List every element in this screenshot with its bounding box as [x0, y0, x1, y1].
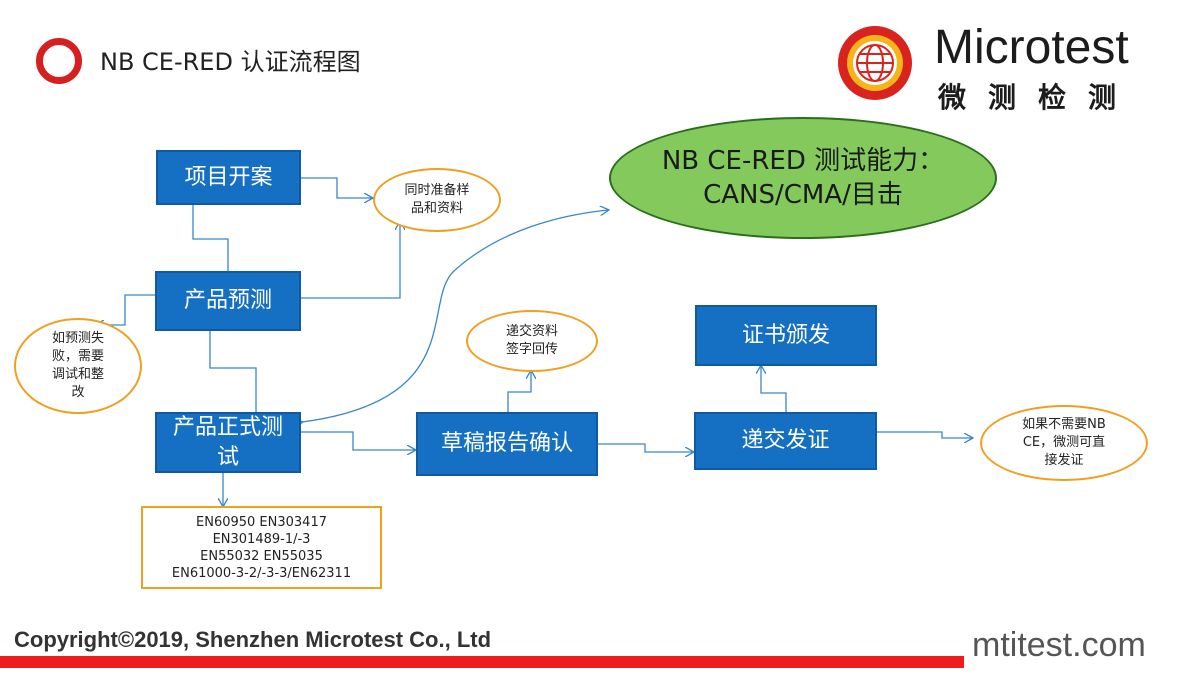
standard-item: EN61000-3-2/-3-3/EN62311	[171, 565, 352, 581]
draft-confirm-label: 草稿报告确认	[440, 431, 573, 456]
formal-test-label-line1: 产品正式测	[172, 414, 283, 440]
cert-issue-box: 证书颁发	[695, 305, 877, 366]
connector-formal-to-capability	[302, 210, 608, 422]
samples-note: 同时准备样 品和资料	[373, 168, 501, 232]
samples-note-line1: 同时准备样	[404, 183, 470, 198]
standard-item: EN301489-1/-3	[212, 531, 311, 547]
connector-draft-to-sign	[507, 371, 531, 412]
samples-note-line2: 品和资料	[410, 201, 463, 216]
connector-formal-to-draft	[301, 431, 415, 450]
logo-wordmark: Microtest	[934, 21, 1129, 74]
no-nb-line1: 如果不需要NB	[1022, 417, 1106, 432]
no-nb-line2: CE，微测可直	[1022, 435, 1106, 450]
connector-pretest-to-formal	[209, 331, 257, 412]
capability-line1: NB CE-RED 测试能力：	[661, 146, 945, 176]
copyright-text: Copyright©2019, Shenzhen Microtest Co., …	[14, 627, 492, 652]
sign-return-line2: 签字回传	[505, 342, 558, 357]
submit-cert-box: 递交发证	[694, 412, 877, 470]
pretest-fail-line4: 改	[71, 385, 85, 400]
connector-submit-to-cert	[761, 366, 787, 412]
connector-start-to-samples	[301, 177, 372, 198]
submit-cert-label: 递交发证	[741, 428, 830, 453]
globe-logo-icon	[838, 26, 912, 100]
connector-pretest-to-fail	[96, 294, 155, 325]
website-text: mtitest.com	[972, 626, 1146, 664]
page-title: NB CE-RED 认证流程图	[100, 48, 361, 76]
product-pretest-label: 产品预测	[183, 288, 272, 313]
footer-red-bar	[0, 656, 964, 668]
sign-return-note: 递交资料 签字回传	[466, 310, 598, 372]
project-start-box: 项目开案	[156, 150, 301, 205]
pretest-fail-line2: 败，需要	[51, 349, 104, 364]
connector-start-to-pretest	[192, 205, 229, 271]
pretest-fail-line3: 调试和整	[51, 367, 104, 382]
logo-chinese-name: 微测检测	[938, 81, 1139, 114]
standards-box: EN60950 EN303417 EN301489-1/-3 EN55032 E…	[141, 506, 382, 589]
pretest-fail-note: 如预测失 败，需要 调试和整 改	[14, 318, 142, 414]
capability-line2: CANS/CMA/目击	[703, 180, 903, 210]
project-start-label: 项目开案	[184, 164, 273, 190]
cert-issue-label: 证书颁发	[741, 322, 830, 348]
no-nb-line3: 接发证	[1044, 453, 1084, 468]
title-ring-icon	[36, 38, 82, 84]
standard-item: EN60950 EN303417	[196, 514, 327, 530]
pretest-fail-line1: 如预测失	[51, 331, 104, 346]
standard-item: EN55032 EN55035	[200, 548, 323, 564]
no-nb-note: 如果不需要NB CE，微测可直 接发证	[980, 405, 1148, 481]
formal-test-box: 产品正式测 试	[155, 412, 301, 473]
microtest-logo: Microtest 微测检测	[836, 21, 1166, 114]
capability-ellipse: NB CE-RED 测试能力： CANS/CMA/目击	[609, 117, 997, 239]
connector-pretest-to-samples	[301, 222, 400, 299]
sign-return-line1: 递交资料	[505, 324, 558, 339]
product-pretest-box: 产品预测	[155, 271, 301, 331]
connector-draft-to-submit	[598, 443, 693, 452]
connector-submit-to-no-nb	[877, 431, 972, 438]
draft-confirm-box: 草稿报告确认	[416, 412, 598, 476]
formal-test-label-line2: 试	[216, 444, 239, 470]
